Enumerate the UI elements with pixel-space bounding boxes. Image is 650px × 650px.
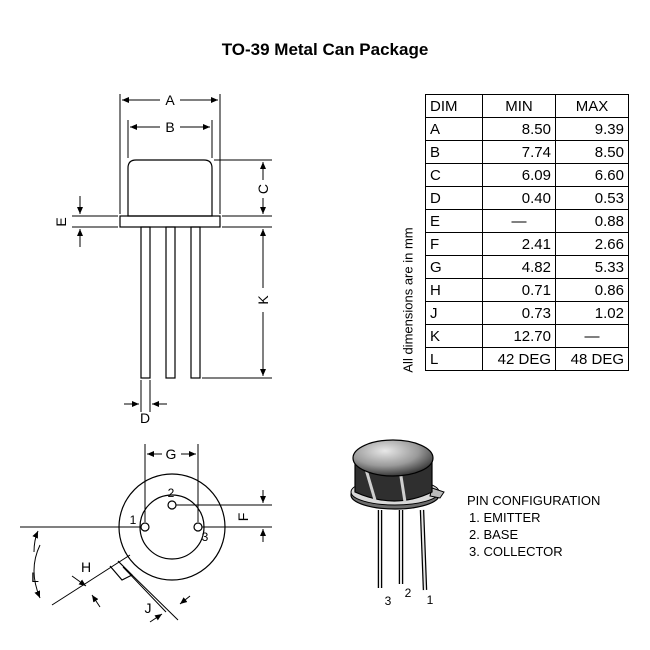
max-cell: 0.86: [555, 278, 629, 302]
max-cell: 9.39: [555, 117, 629, 141]
min-cell: 8.50: [482, 117, 556, 141]
max-cell: 0.53: [555, 186, 629, 210]
max-cell: 48 DEG: [555, 347, 629, 371]
can-flange: [119, 215, 221, 228]
photo-pin-2: 2: [405, 586, 412, 600]
pin-2-number: 2: [168, 486, 175, 500]
lead-2: [165, 226, 176, 379]
dim-b: [127, 120, 213, 158]
max-cell: 0.88: [555, 209, 629, 233]
min-cell: —: [482, 209, 556, 233]
max-cell: 5.33: [555, 255, 629, 279]
dim-c: [214, 159, 272, 217]
min-cell: 0.73: [482, 301, 556, 325]
dim-f: [176, 490, 272, 542]
pin-1-number: 1: [130, 513, 137, 527]
label-a: A: [165, 92, 175, 108]
label-g: G: [166, 446, 177, 462]
max-cell: 2.66: [555, 232, 629, 256]
header-dim: DIM: [425, 94, 483, 118]
min-cell: 6.09: [482, 163, 556, 187]
pin-configuration: PIN CONFIGURATION 1. EMITTER 2. BASE 3. …: [467, 492, 600, 560]
pin-3-number: 3: [202, 530, 209, 544]
orientation-tab: [109, 560, 134, 581]
pin-config-item: 2. BASE: [469, 527, 519, 542]
photo-pin-1: 1: [427, 593, 434, 607]
header-max: MAX: [555, 94, 629, 118]
dim-h: [71, 575, 101, 608]
min-cell: 12.70: [482, 324, 556, 348]
dim-j: [122, 566, 191, 623]
dim-d: [124, 380, 167, 412]
label-f: F: [235, 513, 251, 522]
dim-cell: B: [425, 140, 483, 164]
label-k: K: [255, 295, 271, 305]
lead-3: [190, 226, 201, 379]
label-c: C: [255, 184, 271, 194]
min-cell: 0.71: [482, 278, 556, 302]
min-cell: 4.82: [482, 255, 556, 279]
min-cell: 42 DEG: [482, 347, 556, 371]
dim-e: [72, 196, 118, 247]
pin-config-heading: PIN CONFIGURATION: [467, 493, 601, 508]
dim-k: [202, 226, 272, 379]
pin-config-item: 1. EMITTER: [469, 510, 541, 525]
label-h: H: [81, 559, 91, 575]
dim-cell: G: [425, 255, 483, 279]
min-cell: 2.41: [482, 232, 556, 256]
label-b: B: [165, 119, 174, 135]
dim-a: [119, 94, 221, 214]
lead-1: [140, 226, 151, 379]
table-header-row: DIM MIN MAX: [425, 94, 629, 118]
package-illustration: [350, 439, 445, 591]
pin-1-hole: [140, 522, 150, 532]
page-title: TO-39 Metal Can Package: [221, 40, 429, 59]
can-body: [127, 159, 213, 217]
max-cell: 1.02: [555, 301, 629, 325]
table-row: E—0.88: [425, 209, 629, 233]
label-l: L: [31, 569, 39, 585]
dim-cell: A: [425, 117, 483, 141]
units-note: All dimensions are in mm: [400, 227, 416, 373]
dim-cell: J: [425, 301, 483, 325]
label-d: D: [140, 410, 150, 426]
dim-cell: C: [425, 163, 483, 187]
dim-l: [20, 526, 141, 606]
label-e: E: [53, 217, 69, 226]
pin-2-hole: [167, 500, 177, 510]
max-cell: 8.50: [555, 140, 629, 164]
dim-cell: K: [425, 324, 483, 348]
header-min: MIN: [482, 94, 556, 118]
label-j: J: [145, 600, 152, 616]
dim-cell: H: [425, 278, 483, 302]
min-cell: 0.40: [482, 186, 556, 210]
dim-cell: F: [425, 232, 483, 256]
side-view: [119, 159, 221, 379]
max-cell: —: [555, 324, 629, 348]
dim-cell: L: [425, 347, 483, 371]
pin-config-item: 3. COLLECTOR: [469, 544, 563, 559]
dim-g: [144, 444, 199, 522]
dim-cell: E: [425, 209, 483, 233]
min-cell: 7.74: [482, 140, 556, 164]
photo-pin-3: 3: [385, 594, 392, 608]
dim-cell: D: [425, 186, 483, 210]
max-cell: 6.60: [555, 163, 629, 187]
